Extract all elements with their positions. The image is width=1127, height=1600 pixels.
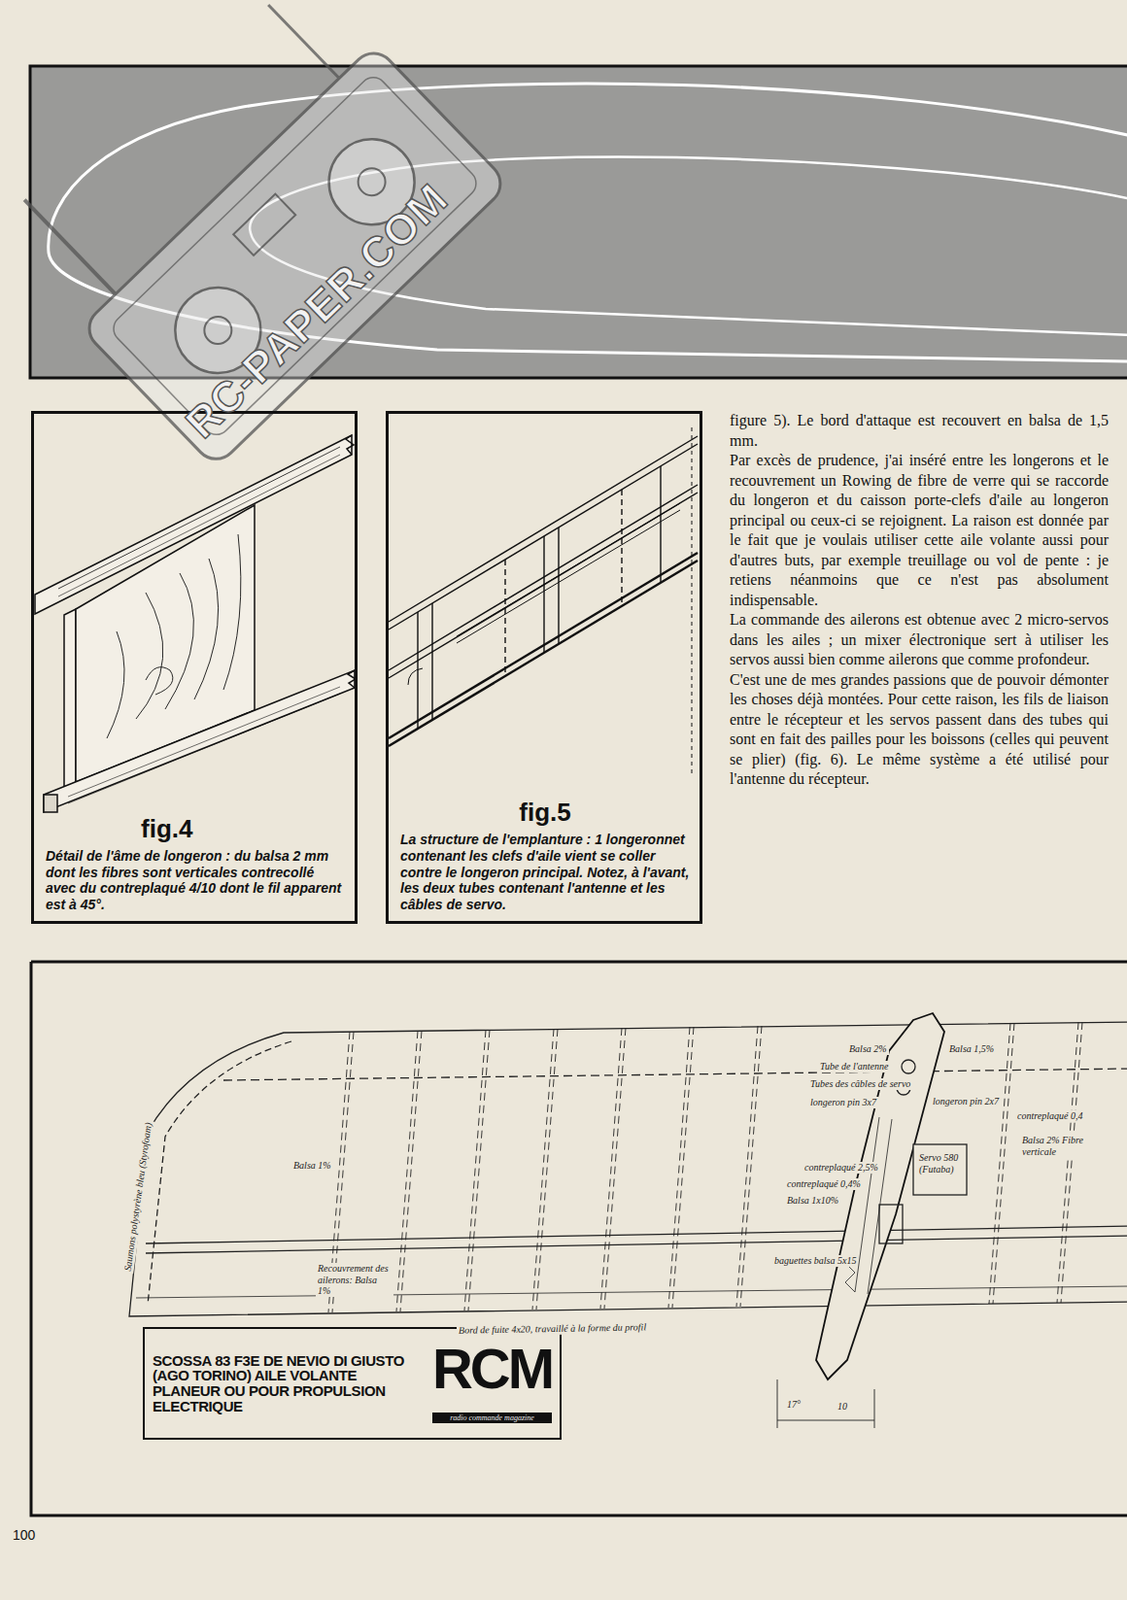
wing-root-drawing-part [388,552,698,739]
wing-plan-part [777,1379,875,1429]
plan-note: Balsa 2% [847,1043,889,1056]
body-paragraph: figure 5). Le bord d'attaque est recouve… [729,410,1109,451]
plan-note: Balsa 1% [291,1160,334,1172]
wing-plan-part [600,1027,626,1309]
wing-root-drawing-part [620,489,622,607]
dimension: 10 [835,1400,850,1413]
body-paragraph: C'est une de mes grandes passions que de… [729,670,1109,790]
figure-panel: fig.4Détail de l'âme de longeron : du ba… [31,410,358,924]
wing-plan-part [668,1026,694,1308]
figure-number: fig.4 [45,815,345,845]
figure-caption: Détail de l'âme de longeron : du balsa 2… [45,848,345,914]
plan-note: Saumons polystyrène bleu (Styrofoam) [121,1120,154,1274]
body-text-column: figure 5). Le bord d'attaque est recouve… [729,410,1109,790]
wing-plan-part [845,1263,855,1293]
spar-web-drawing [34,435,356,813]
wing-plan-part [129,1022,1127,1317]
wing-plan-part [901,1059,916,1074]
wing-plan-part [396,1030,422,1312]
wing-plan-part [145,1226,1127,1244]
wing-root-drawing [388,427,698,778]
wing-root-drawing-part [408,668,423,685]
spar-web-drawing-part [106,534,241,739]
wing-plan-part [879,1204,903,1244]
transmitter-watermark-part [80,44,510,469]
wing-plan-part [136,1286,1127,1298]
wing-root-drawing-part [543,536,545,653]
wing-root-drawing-part [456,510,681,644]
figure-panel: fig.5La structure de l'emplanture : 1 lo… [385,410,703,924]
plan-note: longeron pin 3x7 [808,1096,879,1109]
title-box: SCOSSA 83 F3E DE NEVIO DI GIUSTO (AGO TO… [142,1327,562,1440]
plan-note: Tubes des câbles de servo [808,1078,913,1091]
figure-number: fig.5 [400,798,690,828]
spar-web-drawing-part [64,609,76,788]
wing-root-drawing-part [691,427,693,778]
wing-root-drawing-part [388,492,698,679]
plan-note: contreplaqué 0,4 [1015,1110,1085,1123]
magazine-tagline: radio commande magazine [432,1412,552,1424]
transmitter-watermark-part [107,71,481,441]
figure-caption: La structure de l'emplanture : 1 longero… [400,831,690,914]
wing-plan-part [854,1117,880,1293]
page-number: 100 [12,1527,35,1543]
body-paragraph: La commande des ailerons est obtenue ave… [729,610,1109,671]
transmitter-watermark-part [199,310,239,350]
wing-root-drawing-part [504,559,506,677]
spar-web-drawing-part [68,693,341,804]
plan-note: Servo 580 (Futaba) [917,1152,968,1175]
wing-plan-part [913,1144,967,1196]
wing-plan-part [145,1235,1127,1254]
dimension: 17° [785,1399,803,1411]
wing-plan-part [147,1041,292,1305]
wing-root-drawing-part [388,484,698,671]
transmitter-watermark [0,0,510,468]
wing-plan-part [31,961,1127,1516]
wing-plan-part [532,1028,558,1310]
spar-web-drawing-part [68,686,341,797]
wing-plan-part [867,1119,892,1295]
transmitter-watermark-part [352,162,392,202]
watermark: RC-PAPER.COM [176,173,458,447]
article-title: SCOSSA 83 F3E DE NEVIO DI GIUSTO (AGO TO… [152,1353,423,1415]
spar-web-drawing-part [75,505,255,783]
plan-note: Balsa 1x10% [785,1195,841,1207]
plan-note: baguettes balsa 5x15 [772,1255,858,1267]
wing-root-drawing-part [557,527,559,645]
wing-plan-part [464,1029,490,1311]
spar-web-drawing-part [345,435,354,455]
plan-note: Recouvrement des ailerons: Balsa 1% [315,1263,394,1298]
body-paragraph: Par excès de prudence, j'ai inséré entre… [729,450,1109,611]
wing-root-drawing-part [456,503,681,637]
wing-plan [31,961,1127,1516]
transmitter-watermark-part [268,4,340,79]
wing-plan-part [328,1022,1083,1313]
plan-note: Balsa 2% Fibre verticale [1020,1134,1094,1158]
plan-note: contreplaqué 0,4% [785,1178,863,1191]
wing-root-drawing-part [659,466,661,583]
plan-note: longeron pin 2x7 [930,1095,1001,1108]
transmitter-watermark-part [233,194,296,256]
wing-root-drawing-part [416,612,418,729]
wing-plan-part [989,1023,1015,1304]
wing-plan-part [223,1068,1127,1081]
spar-web-drawing-part [43,670,355,813]
plan-note: Tube de l'antenne [818,1060,890,1073]
plan-note: contreplaqué 2,5% [802,1161,881,1174]
spar-web-drawing-part [43,794,58,813]
spar-web-drawing-part [347,670,356,688]
wing-root-drawing-part [431,603,433,720]
plan-note: Balsa 1,5% [947,1043,996,1056]
wing-root-drawing-part [388,560,698,747]
wing-root-drawing-part [388,443,698,630]
wing-plan-part [736,1025,762,1307]
wing-root-drawing-part [388,436,698,622]
transmitter-watermark-part [24,200,116,295]
plan-note: Bord de fuite 4x20, travaillé à la forme… [456,1321,649,1336]
magazine-logo: RCM [432,1343,552,1395]
wing-plan-part [1057,1022,1083,1303]
